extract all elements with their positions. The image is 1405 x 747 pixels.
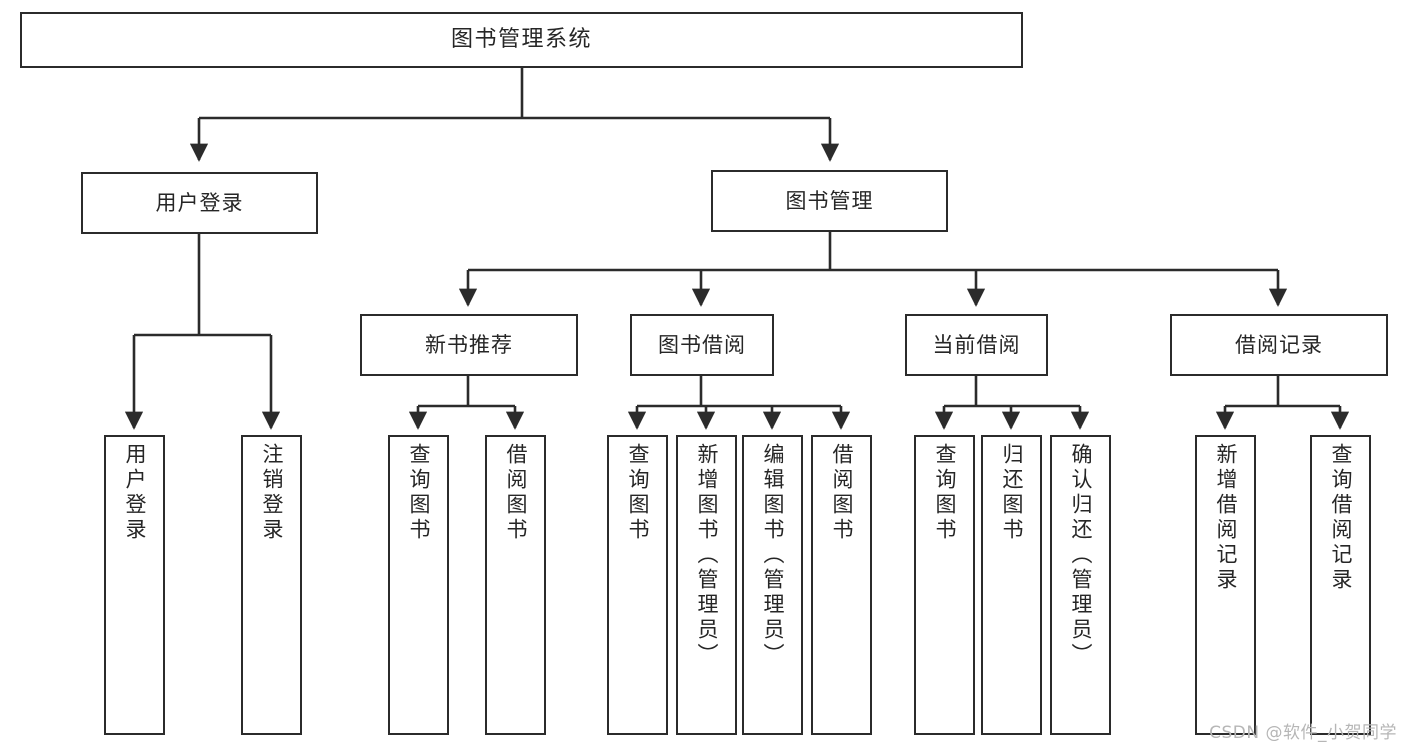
node-label: 查询图书 [407, 443, 431, 543]
leaf-current-borrow-confirm-return[interactable]: 确认归还（管理员） [1050, 435, 1111, 735]
node-borrow-record[interactable]: 借阅记录 [1170, 314, 1388, 376]
node-label: 查询图书 [626, 443, 650, 543]
node-label: 确认归还（管理员） [1069, 443, 1093, 668]
node-label: 图书借阅 [658, 332, 746, 357]
node-label: 图书管理系统 [450, 27, 592, 53]
node-label: 查询借阅记录 [1329, 443, 1353, 593]
node-label: 借阅记录 [1235, 332, 1323, 357]
node-book-borrow[interactable]: 图书借阅 [630, 314, 774, 376]
csdn-watermark: CSDN @软件_小贺同学 [1209, 723, 1397, 743]
leaf-borrow-record-query[interactable]: 查询借阅记录 [1310, 435, 1371, 735]
leaf-new-book-borrow[interactable]: 借阅图书 [485, 435, 546, 735]
leaf-current-borrow-return[interactable]: 归还图书 [981, 435, 1042, 735]
node-new-book-recommend[interactable]: 新书推荐 [360, 314, 578, 376]
leaf-book-borrow-query[interactable]: 查询图书 [607, 435, 668, 735]
node-label: 归还图书 [1000, 443, 1024, 543]
leaf-new-book-query[interactable]: 查询图书 [388, 435, 449, 735]
node-label: 新增借阅记录 [1214, 443, 1238, 593]
node-user-login[interactable]: 用户登录 [81, 172, 318, 234]
node-label: 注销登录 [260, 443, 284, 543]
node-label: 用户登录 [123, 443, 147, 543]
leaf-book-borrow-add[interactable]: 新增图书（管理员） [676, 435, 737, 735]
leaf-current-borrow-query[interactable]: 查询图书 [914, 435, 975, 735]
node-label: 图书管理 [785, 188, 874, 213]
leaf-borrow-record-add[interactable]: 新增借阅记录 [1195, 435, 1256, 735]
node-label: 借阅图书 [504, 443, 528, 543]
node-current-borrow[interactable]: 当前借阅 [905, 314, 1048, 376]
node-label: 借阅图书 [830, 443, 854, 543]
node-label: 当前借阅 [932, 332, 1021, 357]
node-label: 新书推荐 [425, 332, 513, 357]
leaf-user-login-login[interactable]: 用户登录 [104, 435, 165, 735]
node-label: 编辑图书（管理员） [761, 443, 785, 668]
node-book-management[interactable]: 图书管理 [711, 170, 948, 232]
node-label: 用户登录 [155, 190, 244, 215]
node-label: 查询图书 [933, 443, 957, 543]
node-root-book-management-system[interactable]: 图书管理系统 [20, 12, 1023, 68]
leaf-book-borrow-edit[interactable]: 编辑图书（管理员） [742, 435, 803, 735]
node-label: 新增图书（管理员） [695, 443, 719, 668]
leaf-user-login-logout[interactable]: 注销登录 [241, 435, 302, 735]
leaf-book-borrow-borrow[interactable]: 借阅图书 [811, 435, 872, 735]
